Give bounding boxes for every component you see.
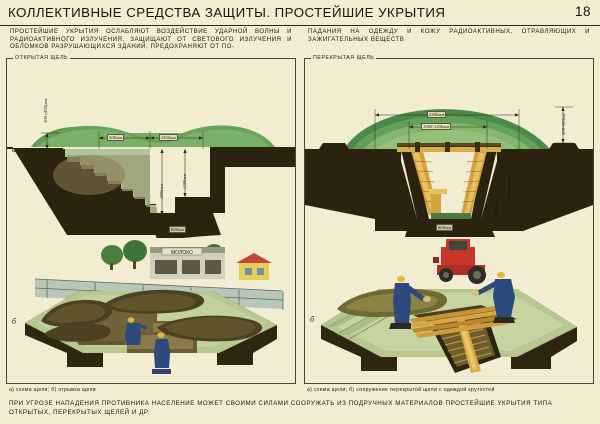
figure-letter-a-right: а xyxy=(310,155,314,164)
dim-parapet-height: 300 (400)мм xyxy=(43,98,48,123)
covered-trench-section-drawing xyxy=(305,106,593,237)
dim-seat-height: 500мм xyxy=(494,203,499,216)
dim-mound-width: 2400мм xyxy=(427,111,447,118)
figure-letter-b-left: б xyxy=(12,317,17,326)
dim-mound-height: 500-600мм xyxy=(561,113,566,135)
dim-top-right-span: 1100мм xyxy=(159,134,178,141)
worker-figure xyxy=(389,276,431,329)
figure-letter-a-left: а xyxy=(12,145,16,154)
caption-right-panel: а) схема щели; б) сооружение перекрытой … xyxy=(307,387,495,393)
dim-cover-span: 1000-1200мм xyxy=(421,123,452,130)
open-trench-perspective-scene: МОЛОКО xyxy=(25,240,284,374)
page-number: 18 xyxy=(574,4,591,19)
poster-header: КОЛЛЕКТИВНЫЕ СРЕДСТВА ЗАЩИТЫ. ПРОСТЕЙШИЕ… xyxy=(0,0,600,26)
dim-top-left-span: 500мм xyxy=(107,134,124,141)
open-trench-section-drawing xyxy=(7,125,295,238)
dim-bottom-width: 800мм xyxy=(169,226,186,233)
worker-figure xyxy=(152,332,171,374)
tractor xyxy=(433,239,486,284)
worker-figure xyxy=(471,272,515,323)
panel-covered-trench: ПЕРЕКРЫТАЯ ЩЕЛЬ xyxy=(304,55,594,384)
shop-sign-text: МОЛОКО xyxy=(171,250,193,256)
panel-open-trench: ОТКРЫТАЯ ЩЕЛЬ xyxy=(6,55,296,384)
footer-text: ПРИ УГРОЗЕ НАПАДЕНИЯ ПРОТИВНИКА НАСЕЛЕНИ… xyxy=(9,400,553,416)
intro-text-right: ПАДАНИЯ НА ОДЕЖДУ И КОЖУ РАДИОАКТИВНЫХ, … xyxy=(308,28,590,43)
dim-depth-seat: 1300мм xyxy=(182,173,187,189)
dim-depth-full: 1800мм xyxy=(159,183,164,199)
worker-figure xyxy=(125,317,147,345)
panel-label-covered-trench: ПЕРЕКРЫТАЯ ЩЕЛЬ xyxy=(311,55,377,61)
page-title: КОЛЛЕКТИВНЫЕ СРЕДСТВА ЗАЩИТЫ. ПРОСТЕЙШИЕ… xyxy=(8,5,446,20)
caption-left-panel: а) схема щели; б) отрывка щели xyxy=(9,387,96,393)
figure-letter-b-right: б xyxy=(310,315,315,324)
covered-trench-perspective-scene xyxy=(321,239,577,373)
dim-depth-full-right: 1800-2000мм xyxy=(507,174,512,201)
panel-label-open-trench: ОТКРЫТАЯ ЩЕЛЬ xyxy=(13,55,71,61)
dim-bottom-width-right: 800мм xyxy=(436,224,453,231)
intro-text-left: ПРОСТЕЙШИЕ УКРЫТИЯ ОСЛАБЛЯЮТ ВОЗДЕЙСТВИЕ… xyxy=(10,28,292,51)
